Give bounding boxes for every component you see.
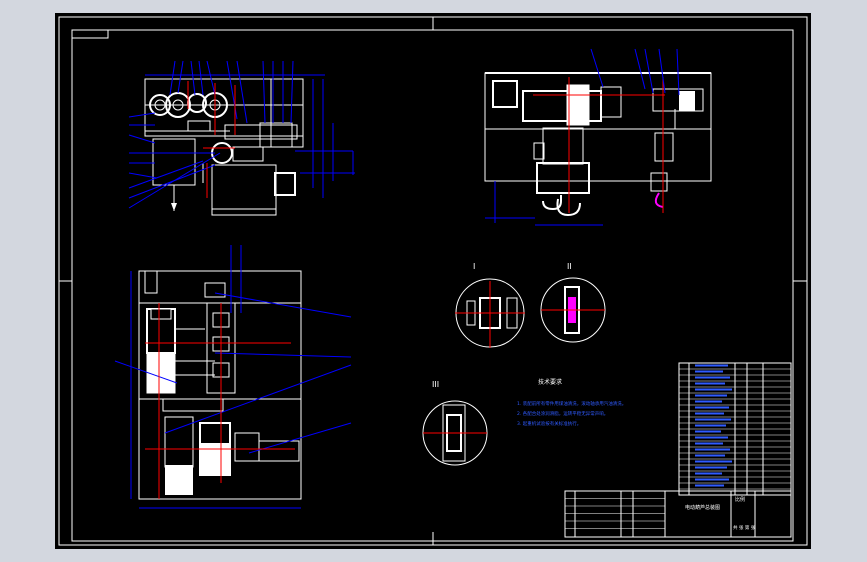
parts-list-entry [695,400,722,403]
parts-list-entry [695,418,731,421]
front-view[interactable] [128,60,355,216]
parts-list-entry [695,394,727,397]
parts-list-entry [695,448,730,451]
parts-list-entry [695,430,721,433]
side-view[interactable] [484,48,712,226]
parts-list-entry [695,454,725,457]
detail-view-2[interactable]: II [540,262,606,343]
parts-list-entry [695,484,724,487]
parts-list-entry [695,442,723,445]
parts-list-entry [695,370,723,373]
title-block-scale: 比例 [735,496,745,503]
parts-list-entry [695,466,727,469]
notes-heading: 技术要求 [538,378,562,386]
notes-line-1: 1. 装配前所有零件用煤油清洗，滚动轴承用汽油清洗。 [517,400,626,407]
parts-list-entry [695,478,729,481]
detail-view-3[interactable]: III [422,380,488,466]
parts-list[interactable] [678,362,792,496]
detail-view-1[interactable]: I [455,262,525,348]
notes-line-2: 2. 各配合处涂润滑脂，运转平稳无异常声响。 [517,410,608,417]
parts-list-entry [695,388,732,391]
detail-b-label: II [567,262,572,271]
notes-line-3: 3. 起重机试验按有关标准执行。 [517,420,581,427]
parts-list-entry [695,364,728,367]
corner-tag [71,29,109,39]
parts-list-entry [695,412,724,415]
technical-notes: 技术要求 1. 装配前所有零件用煤油清洗，滚动轴承用汽油清洗。 2. 各配合处涂… [517,378,626,427]
drawing-canvas[interactable]: I II III 技术要求 1. 装配前所有零件用煤油清洗，滚动轴承用汽油清洗。 [55,13,811,549]
detail-c-label: III [432,380,439,389]
parts-list-entry [695,424,726,427]
parts-list-entry [695,460,732,463]
plan-view[interactable] [114,245,352,509]
title-block[interactable]: 电动葫芦总装图 比例 共 张 第 张 [564,490,792,538]
title-block-sheet: 共 张 第 张 [733,524,756,531]
parts-list-entry [695,382,725,385]
title-block-title: 电动葫芦总装图 [685,504,720,511]
parts-list-entry [695,406,729,409]
detail-a-label: I [473,262,475,271]
parts-list-entry [695,376,730,379]
parts-list-entry [695,436,728,439]
drawing-sheet[interactable]: I II III 技术要求 1. 装配前所有零件用煤油清洗，滚动轴承用汽油清洗。 [55,13,811,549]
parts-list-entry [695,472,722,475]
